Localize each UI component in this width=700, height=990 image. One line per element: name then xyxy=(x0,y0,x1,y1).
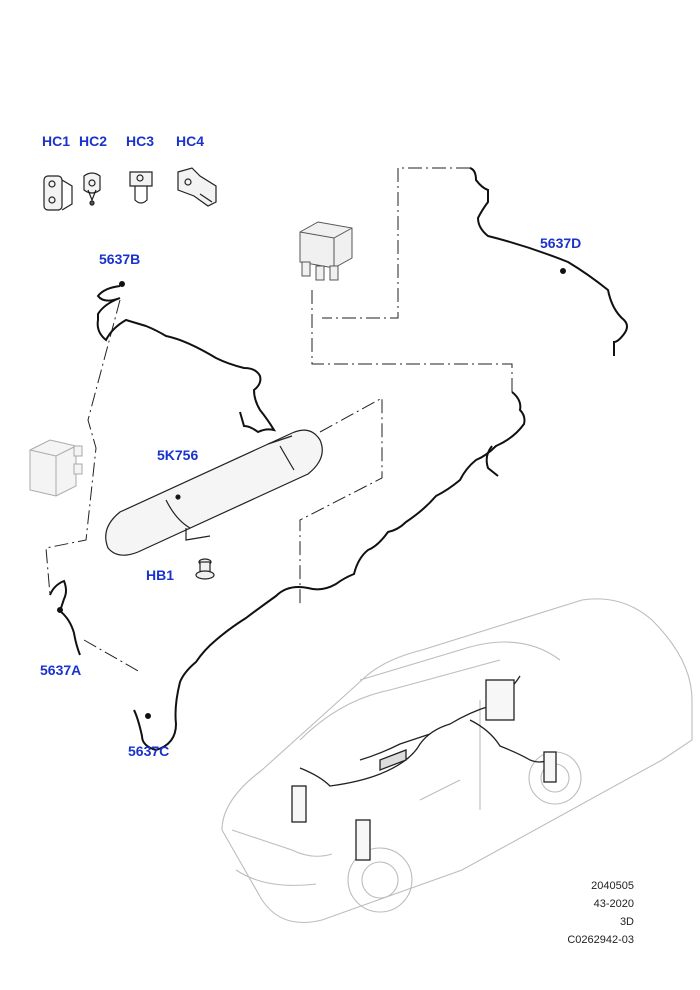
clip-hc4-icon[interactable] xyxy=(177,167,217,207)
clip-hc2-icon[interactable] xyxy=(83,172,101,206)
vehicle-air-system xyxy=(291,675,557,861)
callout-5637d[interactable]: 5637D xyxy=(540,235,582,251)
valve-block-left-icon[interactable] xyxy=(29,439,83,497)
meta-code: C0262942-03 xyxy=(567,934,634,946)
pipe-5637b[interactable] xyxy=(96,281,277,434)
reservoir-5k756-icon[interactable] xyxy=(105,429,323,556)
callout-hb1[interactable]: HB1 xyxy=(146,567,175,583)
callout-hc1[interactable]: HC1 xyxy=(42,133,71,149)
callout-5637a[interactable]: 5637A xyxy=(40,662,82,678)
callout-5k756[interactable]: 5K756 xyxy=(157,447,199,463)
pipe-5637a[interactable] xyxy=(49,579,81,656)
meta-view: 3D xyxy=(619,916,634,928)
callout-hc4[interactable]: HC4 xyxy=(176,133,205,149)
bolt-hb1-icon[interactable] xyxy=(195,558,215,580)
meta-date: 43-2020 xyxy=(593,898,634,910)
pipe-5637d[interactable] xyxy=(469,167,628,356)
vehicle-outline-icon xyxy=(221,598,693,924)
clip-hc3-icon[interactable] xyxy=(129,171,153,204)
valve-block-top-icon[interactable] xyxy=(299,221,353,281)
meta-number: 2040505 xyxy=(591,880,634,892)
callout-5637c[interactable]: 5637C xyxy=(128,743,170,759)
callout-hc3[interactable]: HC3 xyxy=(126,133,155,149)
callout-hc2[interactable]: HC2 xyxy=(79,133,108,149)
clip-hc1-icon[interactable] xyxy=(43,175,73,211)
leader-lines xyxy=(45,167,513,673)
pipe-5637c[interactable] xyxy=(133,391,526,752)
callout-5637b[interactable]: 5637B xyxy=(99,251,141,267)
